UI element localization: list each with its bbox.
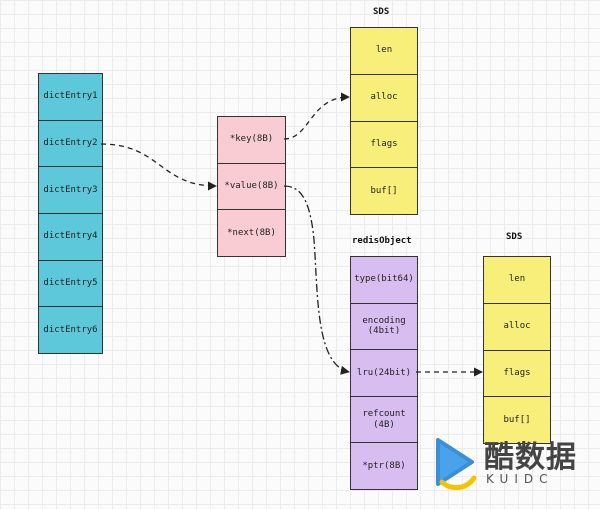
arrow-value-to-lru (283, 185, 350, 375)
robj-refcount-cell: refcount (4B) (351, 396, 417, 444)
robj-lru-cell: lru(24bit) (351, 350, 417, 397)
watermark: 酷数据 KUIDC (432, 432, 592, 502)
watermark-subtext: KUIDC (486, 472, 554, 486)
robj-ptr-cell: *ptr(8B) (351, 443, 417, 489)
next-pointer-cell: *next(8B) (218, 210, 285, 257)
sds-len-cell: len (351, 28, 417, 75)
entry-fields-column: *key(8B) *value(8B) *next(8B) (217, 116, 286, 257)
dict-entry-cell: dictEntry2 (39, 120, 102, 168)
redis-object-column: type(bit64) encoding (4bit) lru(24bit) r… (350, 256, 418, 490)
robj-type-cell: type(bit64) (351, 257, 417, 304)
sds-bottom-title: SDS (506, 232, 523, 242)
sds-buf-cell: buf[] (484, 397, 550, 443)
watermark-text: 酷数据 (484, 440, 577, 475)
redis-object-title: redisObject (352, 236, 412, 246)
sds-flags-cell: flags (484, 350, 550, 398)
sds-alloc-cell: alloc (351, 74, 417, 122)
sds-len-cell: len (484, 257, 550, 304)
value-pointer-cell: *value(8B) (218, 163, 285, 211)
sds-buf-cell: buf[] (351, 168, 417, 214)
sds-top-column: len alloc flags buf[] (350, 27, 418, 215)
sds-flags-cell: flags (351, 121, 417, 169)
sds-bottom-column: len alloc flags buf[] (483, 256, 551, 444)
sds-top-title: SDS (373, 7, 390, 17)
robj-encoding-cell: encoding (4bit) (351, 303, 417, 351)
dict-entry-cell: dictEntry6 (39, 307, 102, 354)
key-pointer-cell: *key(8B) (218, 117, 285, 164)
sds-alloc-cell: alloc (484, 303, 550, 351)
arrow-key-to-sds (283, 92, 350, 140)
dict-entry-cell: dictEntry1 (39, 74, 102, 121)
dict-entry-cell: dictEntry3 (39, 167, 102, 215)
dict-entry-cell: dictEntry5 (39, 260, 102, 308)
dict-entry-cell: dictEntry4 (39, 214, 102, 261)
watermark-logo-icon (436, 438, 477, 490)
arrow-dictentry2-to-value (100, 143, 217, 191)
dict-entry-column: dictEntry1 dictEntry2 dictEntry3 dictEnt… (38, 73, 103, 354)
